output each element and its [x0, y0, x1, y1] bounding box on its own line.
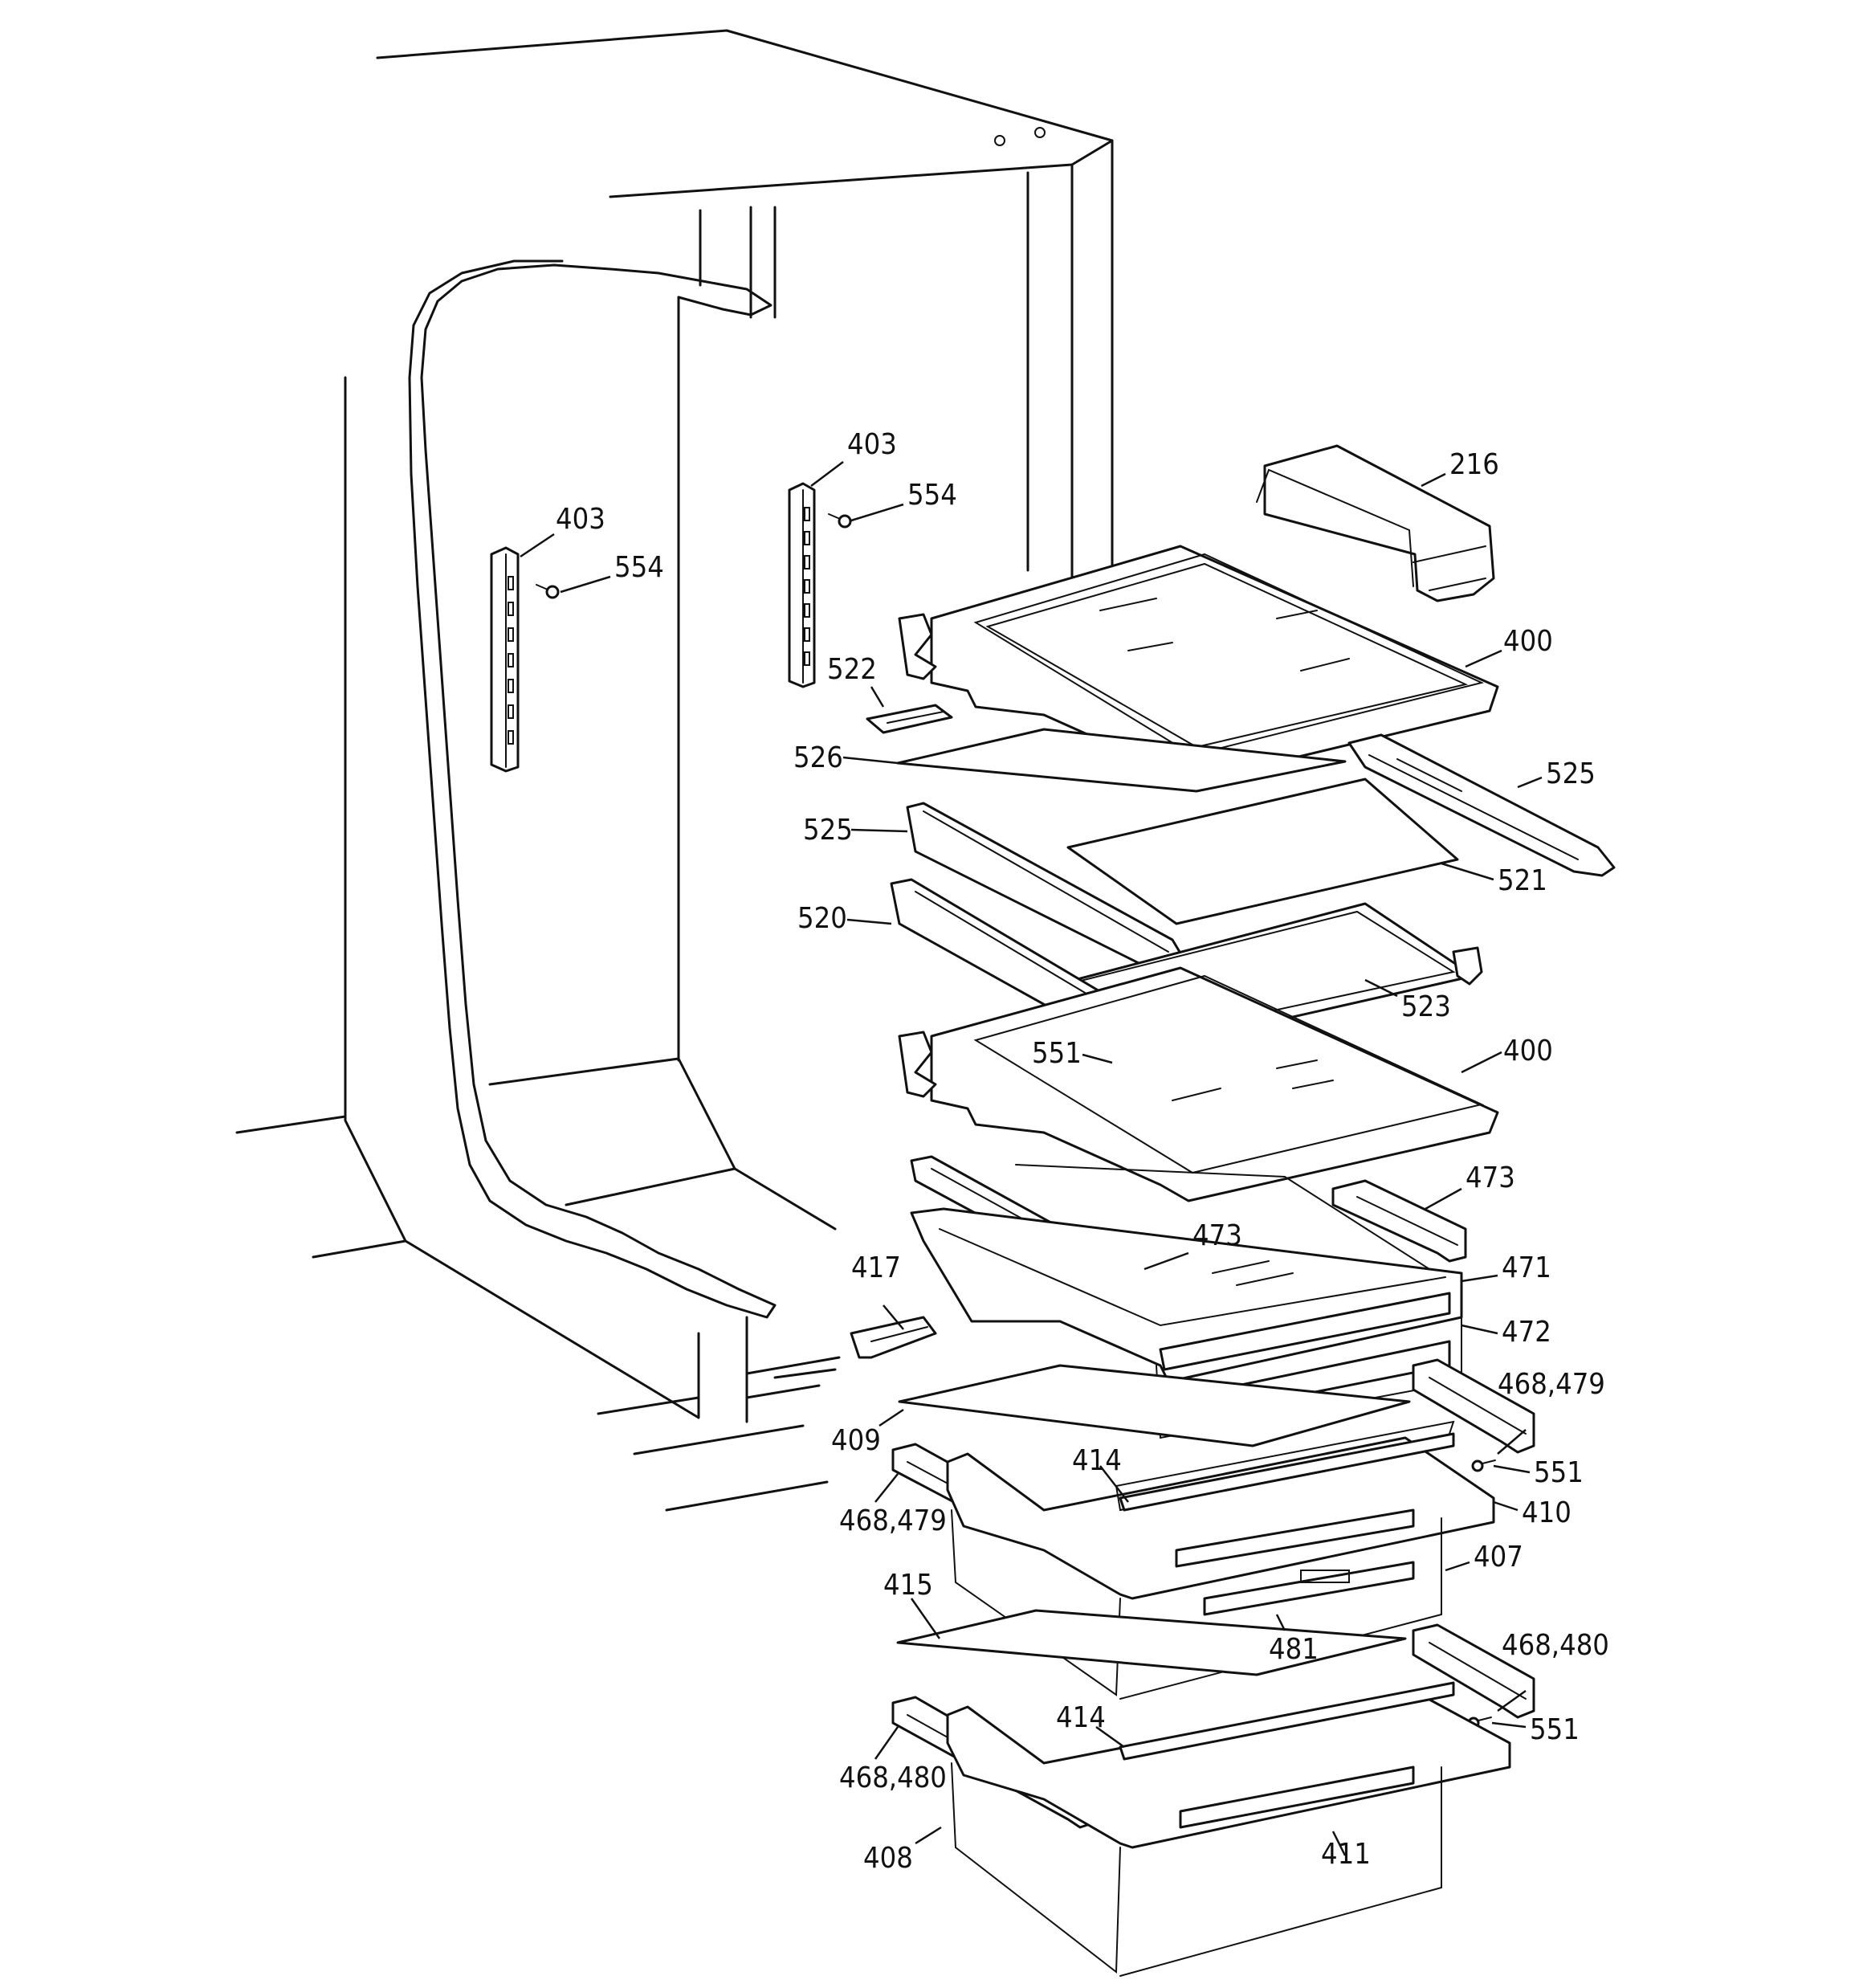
- screw-icon: [536, 513, 852, 599]
- label-468-479-right: 468,479: [1498, 1368, 1605, 1401]
- label-414-upper: 414: [1072, 1444, 1122, 1477]
- glass-shelf-lower: [898, 966, 1499, 1202]
- door-bin: [1256, 444, 1495, 602]
- label-551-lower: 551: [1530, 1713, 1580, 1746]
- drawer-glass-cover-lower: [896, 1609, 1407, 1676]
- drawer-slide-right-upper: [1412, 1358, 1535, 1454]
- label-468-480-left: 468,480: [839, 1761, 947, 1794]
- label-521: 521: [1498, 864, 1547, 897]
- label-554-right: 554: [907, 479, 957, 512]
- label-415: 415: [883, 1569, 933, 1602]
- drawer-slide-right-lower: [1412, 1623, 1535, 1719]
- label-551-upper: 551: [1534, 1456, 1584, 1489]
- glass-insert: [1066, 778, 1459, 925]
- shelf-track-left: [490, 546, 520, 773]
- label-468-479-left: 468,479: [839, 1504, 947, 1537]
- drawer-glass-cover: [898, 1364, 1411, 1447]
- label-526: 526: [793, 741, 843, 774]
- label-411: 411: [1321, 1838, 1371, 1871]
- label-400-top: 400: [1503, 625, 1553, 658]
- label-417: 417: [851, 1251, 901, 1284]
- shelf-track-right: [788, 482, 816, 688]
- lower-drawer: [946, 1681, 1511, 1977]
- refrigerator-cabinet: [235, 29, 1114, 1512]
- label-414-lower: 414: [1056, 1701, 1106, 1734]
- label-554-left: 554: [614, 551, 664, 584]
- shelf-clip: [866, 704, 953, 734]
- label-522: 522: [827, 653, 877, 686]
- label-409: 409: [831, 1424, 881, 1457]
- shelf-side-rail-right: [1347, 733, 1616, 877]
- label-523: 523: [1401, 990, 1451, 1023]
- label-551-shelf: 551: [1032, 1037, 1082, 1070]
- label-216: 216: [1449, 448, 1499, 481]
- label-410: 410: [1522, 1496, 1572, 1529]
- pan-clip: [850, 1316, 937, 1359]
- callout-labels: 216 400 403 403 554 554 522 526 525 525 …: [556, 428, 1609, 1875]
- label-525-left: 525: [803, 814, 853, 847]
- label-525-right: 525: [1546, 757, 1596, 790]
- glass-shelf-top: [898, 545, 1499, 785]
- crisper-slide-right: [1331, 1179, 1467, 1263]
- callout-leaders: [520, 461, 1543, 1856]
- label-473-center: 473: [1192, 1219, 1242, 1252]
- screw-icon: [1471, 1459, 1496, 1472]
- label-473-right: 473: [1466, 1161, 1515, 1194]
- label-400-lower: 400: [1503, 1035, 1553, 1067]
- label-520: 520: [797, 902, 847, 935]
- label-403-left: 403: [556, 503, 605, 536]
- label-408: 408: [863, 1842, 913, 1875]
- label-471: 471: [1502, 1251, 1551, 1284]
- label-468-480-right: 468,480: [1502, 1629, 1609, 1662]
- label-403-right: 403: [847, 428, 897, 461]
- label-407: 407: [1474, 1541, 1523, 1574]
- upper-drawer: [946, 1420, 1495, 1700]
- label-472: 472: [1502, 1316, 1551, 1349]
- glass-panel: [896, 728, 1347, 793]
- label-481: 481: [1269, 1633, 1319, 1666]
